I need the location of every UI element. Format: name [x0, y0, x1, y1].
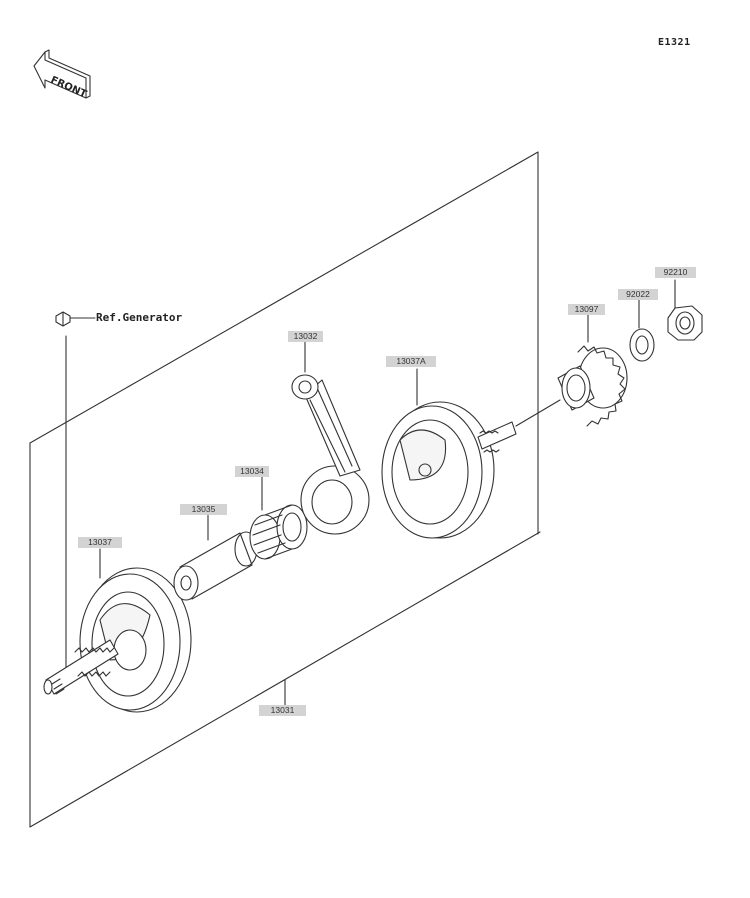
nut-drawing: [667, 279, 703, 341]
part-label-92022[interactable]: 92022: [618, 289, 658, 300]
part-label-13035[interactable]: 13035: [180, 504, 227, 515]
washer-drawing: [629, 299, 655, 362]
part-label-13034[interactable]: 13034: [235, 466, 269, 477]
connecting-rod-drawing: [291, 341, 370, 535]
key-icon: [55, 311, 71, 327]
part-label-13037[interactable]: 13037: [78, 537, 122, 548]
ref-generator-label[interactable]: Ref.Generator: [96, 311, 183, 324]
front-arrow-icon: FRONT: [33, 49, 91, 100]
flywheel-right-drawing: [381, 368, 561, 539]
part-label-13031[interactable]: 13031: [259, 705, 306, 716]
part-label-13032[interactable]: 13032: [288, 331, 323, 342]
diagram-code: E1321: [658, 37, 691, 48]
assembly-bracket: [29, 151, 539, 535]
gear-drawing: [557, 314, 628, 427]
part-label-13037a[interactable]: 13037A: [386, 356, 436, 367]
part-label-13097[interactable]: 13097: [568, 304, 605, 315]
needle-bearing-drawing: [249, 475, 308, 560]
flywheel-left-drawing: [43, 567, 192, 713]
crank-pin-drawing: [173, 512, 258, 601]
part-label-92210[interactable]: 92210: [655, 267, 696, 278]
